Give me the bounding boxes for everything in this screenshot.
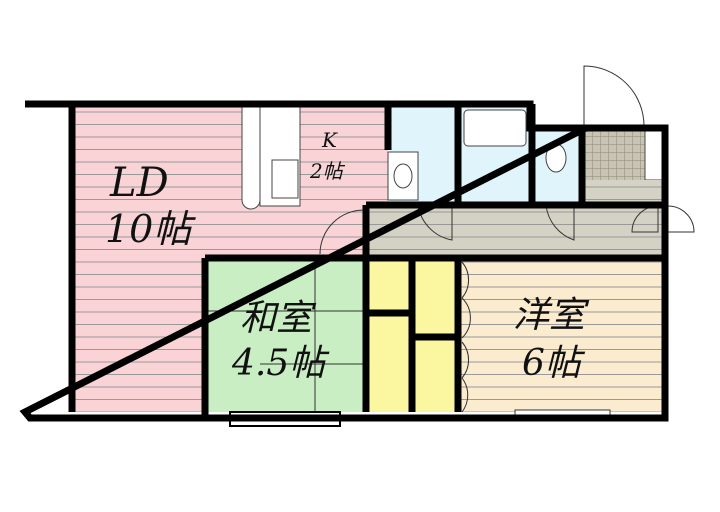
- genkan: [584, 128, 646, 180]
- ld-size: 10帖: [105, 207, 196, 251]
- entrance-door-arc: [583, 65, 645, 128]
- closet: [370, 260, 410, 310]
- washitsu-size: 4.5帖: [231, 343, 330, 384]
- youshitsu-name: 洋室: [513, 295, 590, 336]
- kitchen-counter: [241, 105, 261, 210]
- kitchen-size: 2帖: [309, 159, 346, 183]
- youshitsu-size: 6帖: [522, 343, 586, 384]
- bathtub: [463, 109, 527, 147]
- closet: [370, 316, 410, 412]
- kitchen-name: K: [321, 128, 338, 152]
- closet: [415, 340, 457, 412]
- closet: [415, 260, 457, 335]
- walls: [19, 100, 669, 422]
- sink: [271, 159, 299, 199]
- washitsu-name: 和室: [240, 298, 317, 339]
- balcony: [28, 108, 70, 412]
- ld-name: LD: [109, 160, 169, 206]
- door-arc: [319, 209, 365, 255]
